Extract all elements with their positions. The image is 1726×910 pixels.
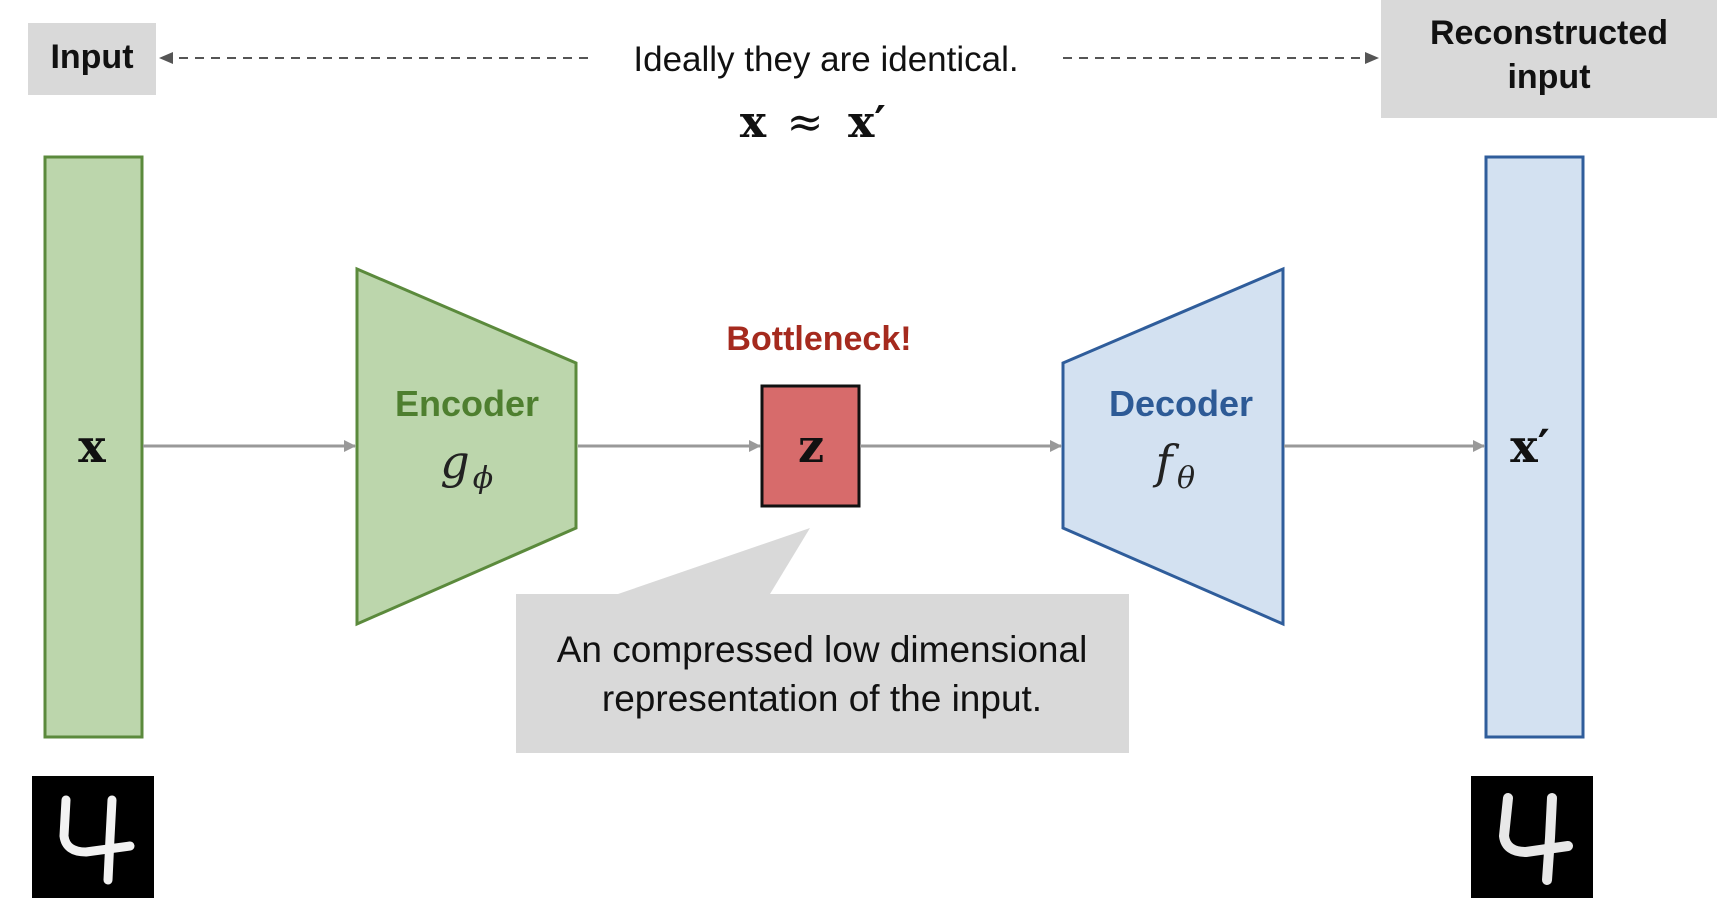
- decoder-fn-subscript: θ: [1177, 461, 1195, 496]
- output-vector-label: x′: [1510, 419, 1550, 473]
- latent-z-box: [760, 384, 861, 508]
- encoder-block: [355, 266, 578, 627]
- reconstructed-label-line2: input: [1507, 58, 1590, 96]
- bottleneck-label: Bottleneck!: [726, 320, 911, 358]
- identical-caption: Ideally they are identical.: [633, 40, 1018, 79]
- latent-z-label: z: [798, 419, 824, 473]
- encoder-label: Encoder: [395, 383, 539, 424]
- approx-x: x: [740, 97, 767, 148]
- reconstructed-label-line1: Reconstructed: [1430, 14, 1668, 52]
- input-vector: [43, 155, 144, 739]
- input-label: Input: [50, 38, 133, 76]
- encoder-function: g ϕ: [440, 435, 493, 496]
- callout-line1: An compressed low dimensional: [557, 629, 1088, 670]
- reconstructed-label-box: Reconstructed input: [1381, 0, 1717, 118]
- input-digit-stroke-1: [59, 795, 135, 857]
- output-vector: [1484, 155, 1585, 739]
- encoder-fn: g: [440, 435, 469, 489]
- approx-formula: x ≈ x′: [740, 97, 886, 148]
- output-digit-stroke-2: [1542, 793, 1557, 885]
- callout-line2: representation of the input.: [602, 678, 1042, 719]
- input-digit-stroke-2: [103, 795, 117, 885]
- input-label-box: Input: [28, 23, 156, 95]
- input-digit-image: [32, 776, 154, 898]
- input-vector-label: x: [78, 419, 106, 473]
- output-digit-stroke-1: [1499, 793, 1573, 857]
- decoder-label: Decoder: [1109, 383, 1253, 424]
- output-digit-image: [1471, 776, 1593, 898]
- latent-callout: An compressed low dimensional representa…: [516, 528, 1129, 753]
- approx-xprime: x′: [848, 97, 886, 148]
- decoder-block: [1061, 266, 1285, 627]
- approx-symbol: ≈: [787, 97, 824, 148]
- encoder-fn-subscript: ϕ: [473, 461, 493, 496]
